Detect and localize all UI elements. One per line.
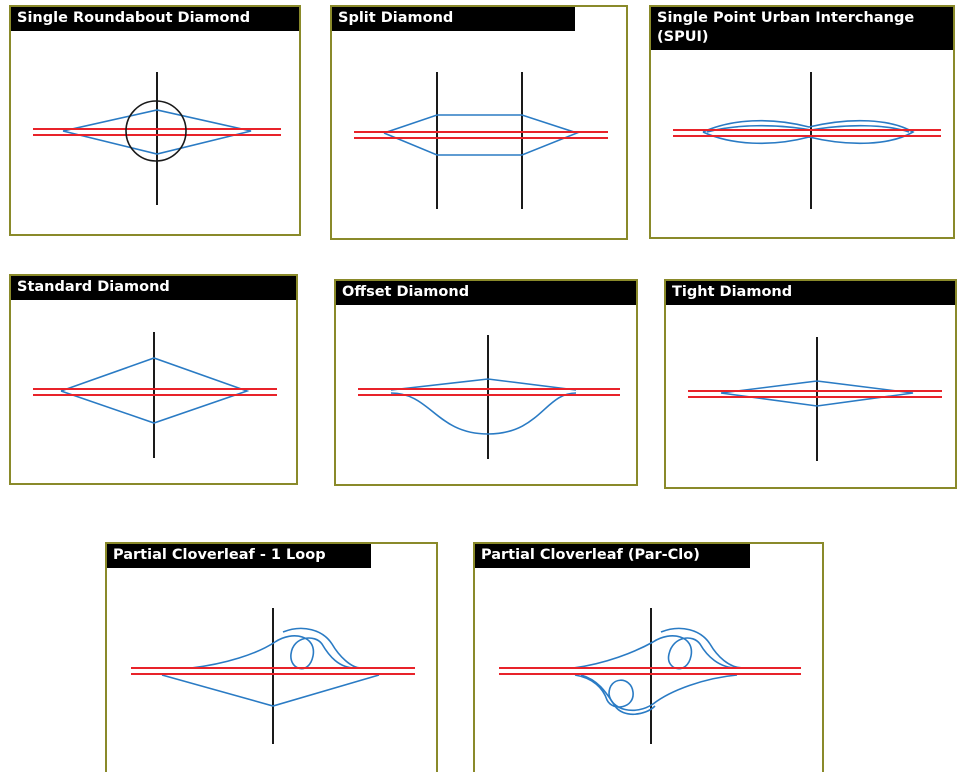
partial-cloverleaf-par-clo-diagram: [499, 608, 801, 744]
roundabout: [125, 100, 187, 162]
panel-tight-diamond: Tight Diamond: [664, 279, 957, 489]
panel-title: Offset Diamond: [336, 281, 636, 305]
panel-single-roundabout-diamond: Single Roundabout Diamond: [9, 5, 301, 236]
panel-title: Single Roundabout Diamond: [11, 7, 299, 31]
ramps: [60, 357, 250, 424]
panel-partial-cloverleaf-par-clo: Partial Cloverleaf (Par-Clo): [473, 542, 824, 772]
ramps: [660, 627, 744, 669]
ramps: [390, 378, 577, 391]
ramps: [190, 641, 276, 669]
tight-diamond-diagram: [688, 337, 942, 461]
panel-title: Partial Cloverleaf - 1 Loop: [107, 544, 371, 568]
split-diamond-diagram: [354, 72, 608, 209]
ramps: [274, 635, 356, 670]
panel-partial-cloverleaf-1-loop: Partial Cloverleaf - 1 Loop: [105, 542, 438, 772]
panel-standard-diamond: Standard Diamond: [9, 274, 298, 485]
offset-diamond-diagram: [358, 335, 620, 459]
ramps: [580, 674, 656, 716]
ramps: [390, 392, 577, 435]
panel-offset-diamond: Offset Diamond: [334, 279, 638, 486]
panel-title: Partial Cloverleaf (Par-Clo): [475, 544, 750, 568]
panel-title: Split Diamond: [332, 7, 575, 31]
partial-cloverleaf-1-loop-diagram: [131, 608, 415, 744]
single-roundabout-diamond-diagram: [33, 72, 281, 205]
ramps: [572, 635, 738, 670]
ramps: [62, 109, 252, 155]
panel-spui: Single Point Urban Interchange (SPUI): [649, 5, 955, 239]
ramps: [282, 627, 362, 669]
ramps: [574, 674, 738, 712]
panel-title: Single Point Urban Interchange (SPUI): [651, 7, 953, 50]
ramps: [720, 380, 914, 407]
panel-split-diamond: Split Diamond: [330, 5, 628, 240]
ramps: [161, 674, 380, 707]
panel-title: Tight Diamond: [666, 281, 955, 305]
panel-title: Standard Diamond: [11, 276, 296, 300]
standard-diamond-diagram: [33, 332, 277, 458]
spui-diagram: [673, 72, 941, 209]
ramps: [702, 119, 915, 145]
ramps: [383, 114, 580, 156]
